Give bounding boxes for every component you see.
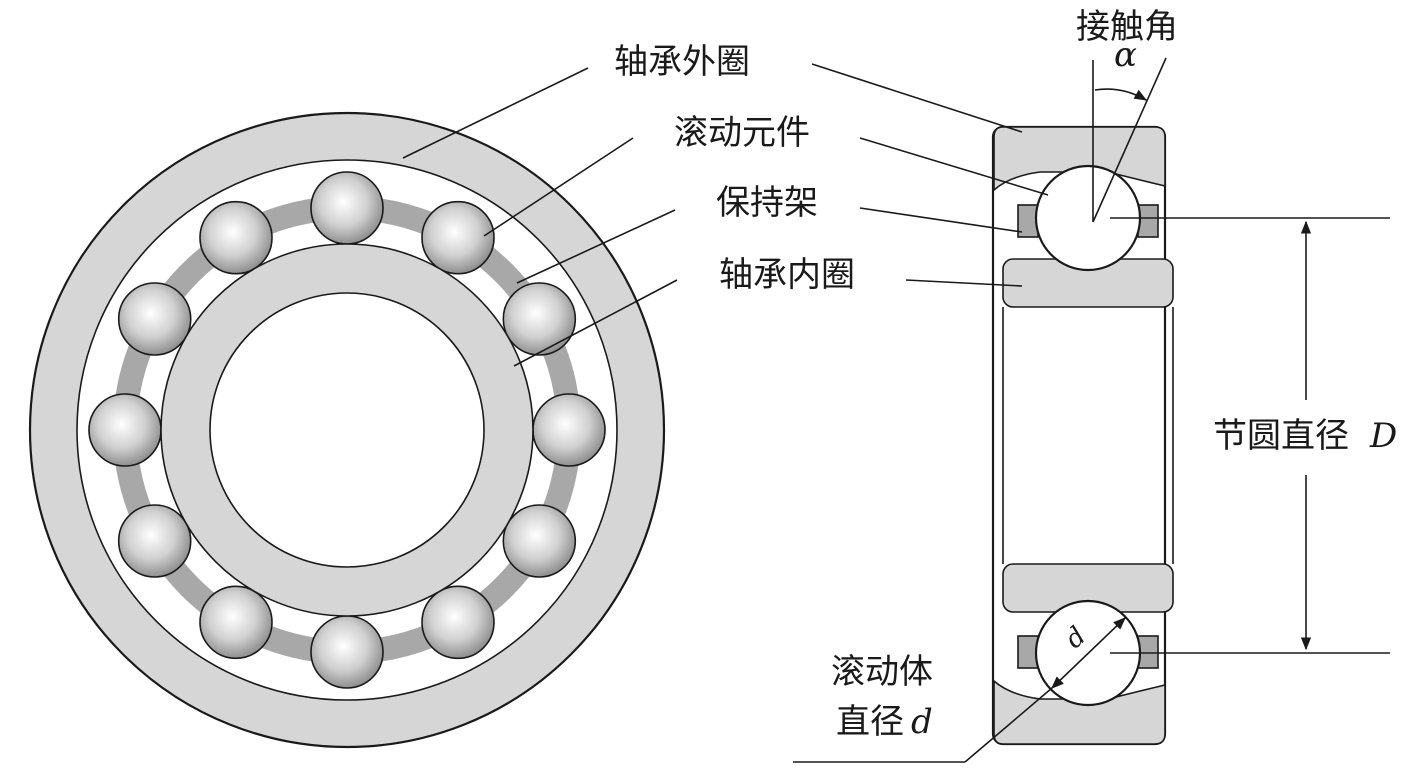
leader-outer-ring-section xyxy=(811,63,1023,133)
rolling-element-ball xyxy=(502,504,577,578)
rolling-element-ball xyxy=(117,282,192,356)
rolling-element-ball xyxy=(502,282,577,356)
text-labels: 轴承外圈 滚动元件 保持架 轴承内圈 接触角 α 节圆直径 D 滚动体 直径 d… xyxy=(614,7,1397,742)
label-leaders xyxy=(402,63,1049,367)
leader-cage-front xyxy=(516,209,676,284)
ball-diameter-dimension xyxy=(793,617,1126,763)
contact-angle-annotation xyxy=(1092,57,1167,223)
label-ball-diameter-line2: 直径 xyxy=(836,702,904,742)
label-pitch-diameter-text: 节圆直径 xyxy=(1213,416,1349,456)
rolling-element-ball xyxy=(199,200,273,275)
rolling-element-ball xyxy=(421,585,495,660)
rolling-element-ball xyxy=(88,393,162,467)
ball-diameter-leader-slant xyxy=(964,687,1053,763)
bearing-front-view xyxy=(28,111,666,749)
rolling-element-ball xyxy=(532,393,606,467)
ball-diameter-arrow xyxy=(1051,617,1126,689)
pitch-diameter-dimension xyxy=(1110,217,1390,654)
leader-outer-ring-front xyxy=(402,67,589,159)
bore xyxy=(209,292,485,568)
label-contact-angle: 接触角 xyxy=(1076,7,1178,47)
label-outer-ring: 轴承外圈 xyxy=(614,42,750,82)
rolling-element-ball xyxy=(310,171,384,245)
contact-angle-arc xyxy=(1094,88,1148,101)
label-rolling-element: 滚动元件 xyxy=(674,113,810,153)
label-ball-diameter-symbol: d xyxy=(911,702,933,742)
leader-cage-section xyxy=(859,207,1023,233)
leader-inner-ring-front xyxy=(513,279,678,367)
bearing-section-view xyxy=(991,125,1174,746)
leader-rolling-element-front xyxy=(483,137,634,237)
rolling-element-ball xyxy=(310,615,384,689)
label-pitch-diameter-symbol: D xyxy=(1369,416,1397,456)
label-cage: 保持架 xyxy=(716,183,818,223)
rolling-element-ball xyxy=(421,200,495,275)
label-alpha: α xyxy=(1114,35,1137,75)
contact-angle-slanted-line xyxy=(1092,57,1167,223)
leader-rolling-element-section xyxy=(859,137,1049,196)
label-inner-ring: 轴承内圈 xyxy=(719,255,855,295)
leader-inner-ring-section xyxy=(905,279,1023,287)
rolling-elements-front xyxy=(88,171,606,689)
rolling-element-ball xyxy=(117,504,192,578)
label-ball-diameter-line1: 滚动体 xyxy=(831,652,933,692)
rolling-element-ball xyxy=(199,585,273,660)
